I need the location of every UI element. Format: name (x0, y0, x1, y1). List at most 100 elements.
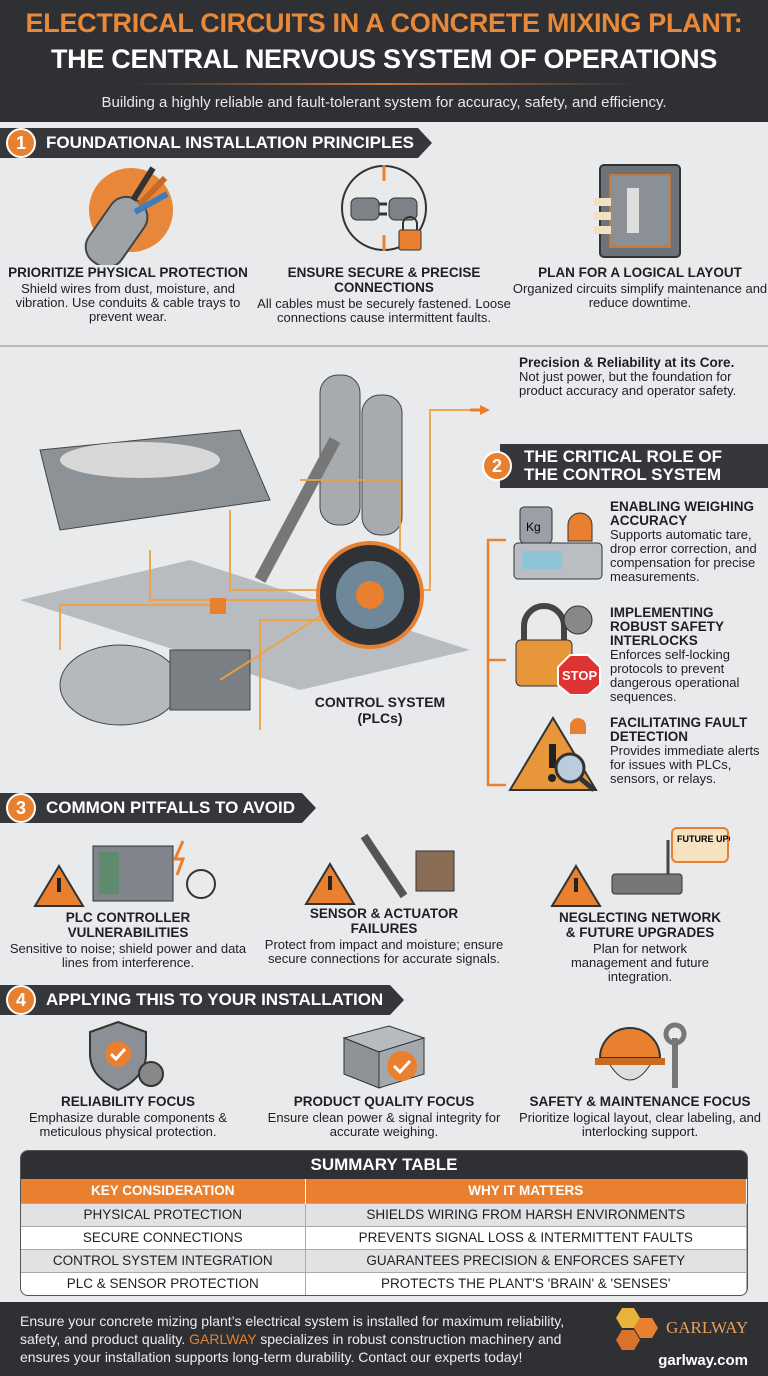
section-number: 4 (6, 985, 36, 1015)
header: ELECTRICAL CIRCUITS IN A CONCRETE MIXING… (0, 0, 768, 122)
router-warning-icon: FUTURE UPGRADE (512, 826, 768, 910)
section-1-header: FOUNDATIONAL INSTALLATION PRINCIPLES (0, 128, 432, 158)
section-4-items: RELIABILITY FOCUS Emphasize durable comp… (0, 1018, 768, 1139)
section-number: 2 (482, 451, 512, 481)
subtitle: Building a highly reliable and fault-tol… (101, 94, 667, 111)
table-title: SUMMARY TABLE (21, 1151, 747, 1179)
item-title: ENABLING WEIGHING ACCURACY (610, 499, 754, 528)
item-title: ENSURE SECURE & PRECISE CONNECTIONS (287, 265, 481, 295)
section-title: COMMON PITFALLS TO AVOID (46, 798, 296, 817)
title-line-1: ELECTRICAL CIRCUITS IN A CONCRETE MIXING… (25, 8, 743, 38)
focus-item: PRODUCT QUALITY FOCUS Ensure clean power… (256, 1018, 512, 1139)
item-title: PRODUCT QUALITY FOCUS (293, 1094, 475, 1109)
focus-item: RELIABILITY FOCUS Emphasize durable comp… (0, 1018, 256, 1139)
item-title: SAFETY & MAINTENANCE FOCUS (529, 1094, 751, 1109)
plug-lock-icon (256, 160, 512, 265)
control-panel-icon (512, 160, 768, 265)
column-header: KEY CONSIDERATION (21, 1179, 306, 1203)
item-desc: Prioritize logical layout, clear labelin… (518, 1110, 762, 1139)
table-cell: PLC & SENSOR PROTECTION (21, 1271, 306, 1295)
item-title: PLAN FOR A LOGICAL LAYOUT (538, 265, 742, 280)
item-desc: Enforces self-locking protocols to preve… (610, 647, 740, 704)
item-desc: Plan for network management and future i… (570, 941, 710, 984)
control-system-label: CONTROL SYSTEM (PLCs) (300, 694, 460, 726)
label-line: CONTROL SYSTEM (314, 694, 446, 710)
pitfall-item: PLC CONTROLLER VULNERABILITIES Sensitive… (0, 826, 256, 984)
callout-title: Precision & Reliability at its Core. (519, 355, 735, 370)
divider (130, 83, 638, 85)
section-3-header: COMMON PITFALLS TO AVOID (0, 793, 316, 823)
principle-item: PRIORITIZE PHYSICAL PROTECTION Shield wi… (0, 160, 256, 325)
item-title: PLC CONTROLLER VULNERABILITIES (65, 910, 191, 940)
principle-item: PLAN FOR A LOGICAL LAYOUT Organized circ… (512, 160, 768, 325)
hexagon-logo-icon (616, 1308, 658, 1350)
footer: Ensure your concrete mizing plant’s elec… (0, 1302, 768, 1376)
section-number: 1 (6, 128, 36, 158)
principle-item: ENSURE SECURE & PRECISE CONNECTIONS All … (256, 160, 512, 325)
connector-bracket (486, 538, 506, 787)
section-3-items: PLC CONTROLLER VULNERABILITIES Sensitive… (0, 826, 768, 984)
item-desc: Sensitive to noise; shield power and dat… (9, 941, 247, 970)
table-cell: PREVENTS SIGNAL LOSS & INTERMITTENT FAUL… (305, 1225, 747, 1249)
item-desc: Organized circuits simplify maintenance … (512, 281, 768, 310)
sensor-warning-icon (256, 826, 512, 906)
item-desc: Protect from impact and moisture; ensure… (264, 937, 504, 966)
warning-magnifier-icon (508, 710, 608, 792)
garlway-logo: GARLWAY (610, 1306, 760, 1352)
section-title: APPLYING THIS TO YOUR INSTALLATION (46, 990, 384, 1009)
label-line: (PLCs) (357, 710, 403, 726)
plc-warning-icon (0, 826, 256, 910)
section-title: FOUNDATIONAL INSTALLATION PRINCIPLES (46, 133, 415, 152)
item-title: NEGLECTING NETWORK & FUTURE UPGRADES (559, 910, 721, 940)
section-2-header: THE CRITICAL ROLE OF THE CONTROL SYSTEM (500, 444, 768, 488)
logo-text: GARLWAY (666, 1318, 749, 1337)
focus-item: SAFETY & MAINTENANCE FOCUS Prioritize lo… (512, 1018, 768, 1139)
plant-illustration: CONTROL SYSTEM (PLCs) (0, 350, 490, 790)
item-desc: Emphasize durable components & meticulou… (28, 1110, 227, 1139)
brand-name: GARLWAY (189, 1331, 257, 1347)
table-cell: PROTECTS THE PLANT'S 'BRAIN' & 'SENSES' (305, 1271, 747, 1295)
pitfall-item: FUTURE UPGRADE NEGLECTING NETWORK & FUTU… (512, 826, 768, 984)
icon-label: STOP (562, 668, 597, 683)
table-cell: CONTROL SYSTEM INTEGRATION (21, 1248, 306, 1272)
website-link[interactable]: garlway.com (658, 1352, 748, 1369)
table-cell: SHIELDS WIRING FROM HARSH ENVIRONMENTS (305, 1202, 747, 1226)
concrete-block-check-icon (256, 1018, 512, 1092)
footer-text-part: specializes in robust construction machi… (20, 1331, 562, 1365)
item-title: RELIABILITY FOCUS (60, 1094, 195, 1109)
padlock-stop-icon: STOP (510, 600, 610, 696)
title-line-2: THE CENTRAL NERVOUS SYSTEM OF OPERATIONS (50, 44, 718, 74)
item-desc: All cables must be securely fastened. Lo… (257, 296, 511, 325)
pitfall-item: SENSOR & ACTUATOR FAILURES Protect from … (256, 826, 512, 984)
callout-text: Not just power, but the foundation for p… (519, 369, 737, 398)
table-cell: PHYSICAL PROTECTION (21, 1202, 306, 1226)
column-header: WHY IT MATTERS (305, 1179, 747, 1203)
item-desc: Supports automatic tare, drop error corr… (610, 527, 757, 584)
footer-text: Ensure your concrete mizing plant’s elec… (20, 1312, 600, 1366)
callout: Precision & Reliability at its Core. Not… (519, 356, 759, 398)
item-desc: Provides immediate alerts for issues wit… (610, 743, 760, 786)
item-desc: Ensure clean power & signal integrity fo… (267, 1110, 501, 1139)
section-4-header: APPLYING THIS TO YOUR INSTALLATION (0, 985, 404, 1015)
armored-cable-icon (0, 160, 256, 265)
table-cell: GUARANTEES PRECISION & ENFORCES SAFETY (305, 1248, 747, 1272)
section-1-items: PRIORITIZE PHYSICAL PROTECTION Shield wi… (0, 160, 768, 325)
divider (0, 345, 768, 347)
item-title: SENSOR & ACTUATOR FAILURES (309, 906, 459, 936)
section-number: 3 (6, 793, 36, 823)
section-title-line: THE CONTROL SYSTEM (524, 465, 722, 484)
item-title: FACILITATING FAULT DETECTION (610, 715, 748, 744)
item-title: PRIORITIZE PHYSICAL PROTECTION (8, 265, 248, 280)
table-cell: SECURE CONNECTIONS (21, 1225, 306, 1249)
item-desc: Shield wires from dust, moisture, and vi… (15, 281, 241, 324)
hardhat-wrench-icon (512, 1018, 768, 1092)
